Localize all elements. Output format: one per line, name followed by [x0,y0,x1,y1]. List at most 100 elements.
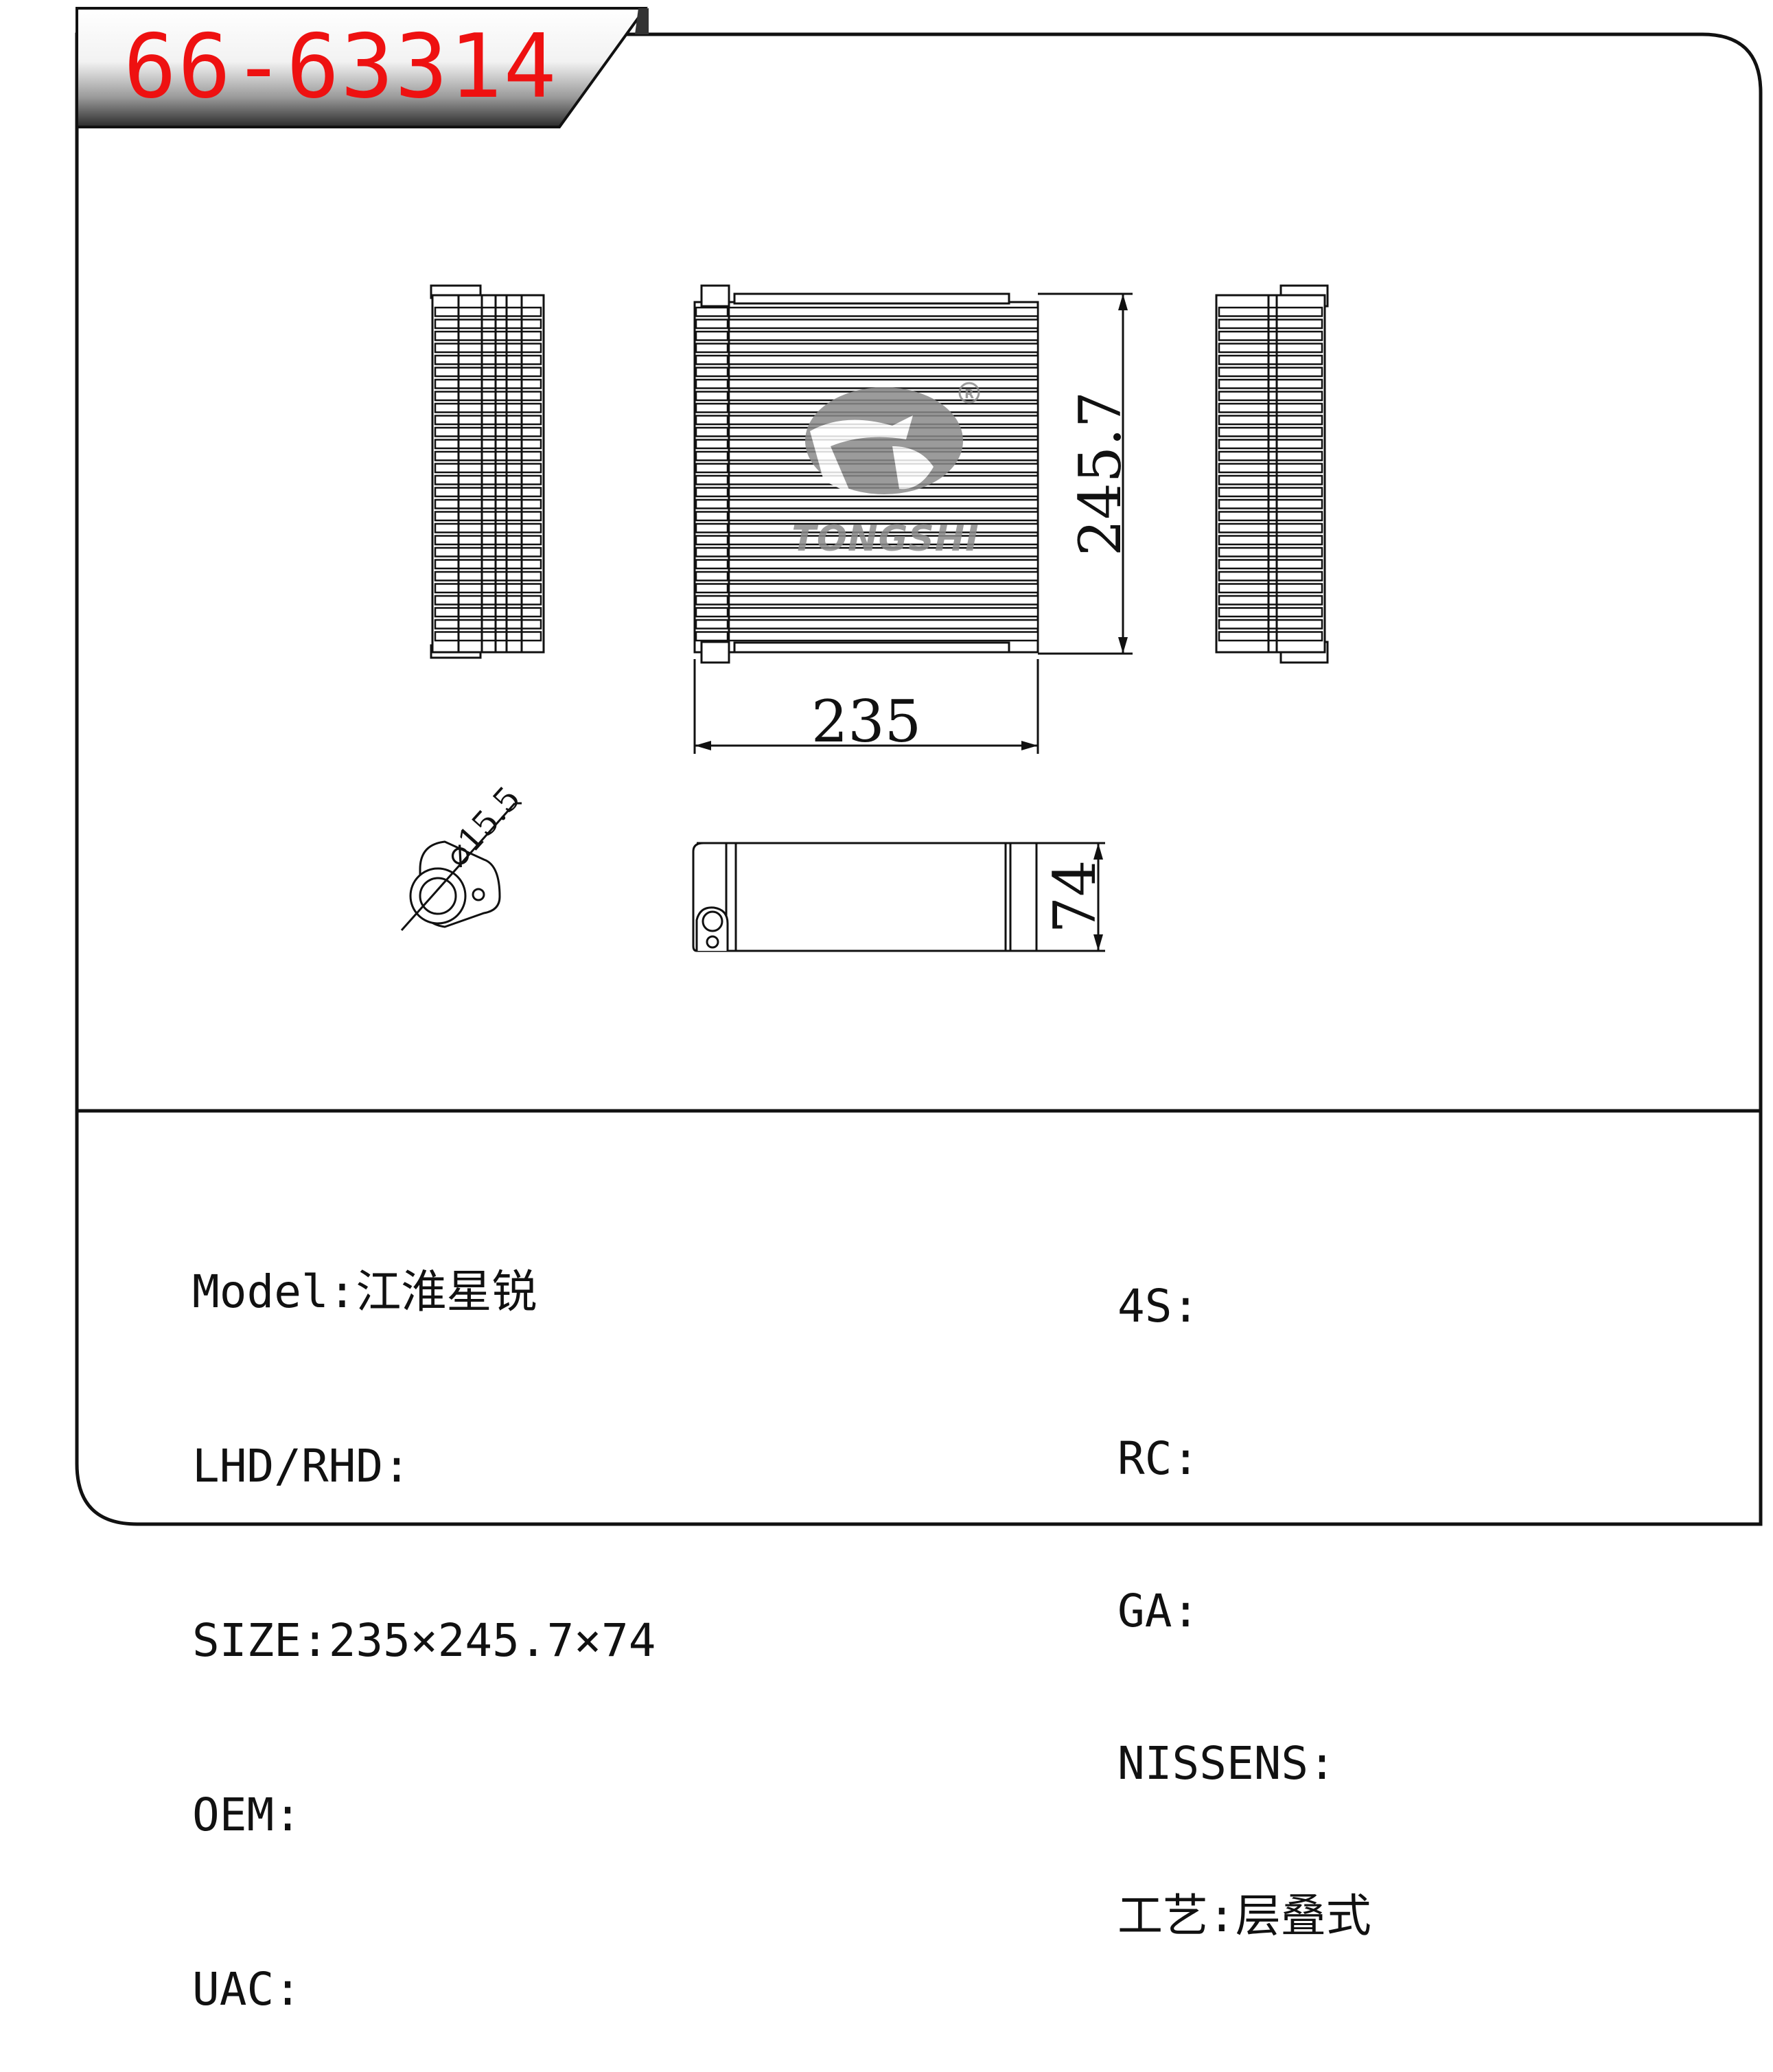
side-fin [434,415,542,426]
header-fin [695,595,729,606]
front-tube [728,535,1039,546]
side-fin [434,474,542,485]
front-tube [728,498,1039,509]
front-tube [728,330,1039,341]
spec-oem: OEM: [192,1788,301,1841]
side-fin [434,583,542,594]
spec-4s: 4S: [1117,1280,1200,1333]
header-fin [695,402,729,413]
header-fin [695,330,729,341]
header-fin [695,450,729,461]
side-fin [434,463,542,474]
front-tube [728,367,1039,378]
front-tube [728,571,1039,582]
side-fin [1218,607,1323,618]
side-fin [434,319,542,330]
front-tube [728,343,1039,354]
side-fin [1218,330,1323,341]
header-fin [695,607,729,618]
side-fin [434,426,542,437]
port-flange-detail [400,802,522,931]
spec-size: SIZE:235×245.7×74 [192,1614,656,1667]
side-fin [434,450,542,461]
depth-dimension [1036,842,1105,952]
header-fin [695,354,729,365]
specs-left: Model:江淮星锐 LHD/RHD: SIZE:235×245.7×74 OE… [192,1155,656,2072]
header-fin [695,571,729,582]
side-fin [434,402,542,413]
front-tube [728,631,1039,642]
header-fin [695,319,729,330]
bottom-view [692,842,1038,952]
header-fin [695,306,729,317]
side-fin [1218,583,1323,594]
side-fin [434,306,542,317]
side-fin [434,487,542,498]
side-fin [1218,619,1323,630]
header-fin [695,583,729,594]
front-tube [728,583,1039,594]
side-fin [1218,474,1323,485]
front-view [693,284,1039,664]
side-fin [1218,402,1323,413]
spec-nissens: NISSENS: [1117,1737,1336,1790]
header-fin [695,343,729,354]
header-fin [695,511,729,522]
side-fin [434,354,542,365]
front-tube [728,319,1039,330]
front-tube [728,546,1039,557]
side-fin [434,559,542,570]
header-fin [695,619,729,630]
side-fin [1218,415,1323,426]
side-fin [434,631,542,642]
side-fin [1218,378,1323,389]
side-fin [1218,450,1323,461]
header-fin [695,546,729,557]
front-tube [728,354,1039,365]
tongshi-logo: R TONGSHI [791,382,980,560]
side-fin [1218,354,1323,365]
spec-uac: UAC: [192,1963,301,2016]
depth-label: 74 [1041,860,1109,934]
header-fin [695,498,729,509]
side-fin [1218,426,1323,437]
spec-ga: GA: [1117,1585,1200,1637]
header-fin [695,522,729,533]
drawing-canvas: R TONGSHI 245.7 235 ⌀15.5 [75,7,1763,1526]
part-number: 66-63314 [124,16,558,118]
side-fin [434,391,542,402]
side-fin [434,378,542,389]
spec-lhd-rhd: LHD/RHD: [192,1440,410,1493]
front-tube [728,619,1039,630]
header-fin [695,391,729,402]
side-fin [1218,463,1323,474]
side-fin [434,498,542,509]
spec-rc: RC: [1117,1432,1200,1485]
right-side-view [1215,284,1329,664]
front-tube [728,607,1039,618]
header-fin [695,463,729,474]
side-fin [434,546,542,557]
width-label: 235 [811,688,921,755]
height-label: 245.7 [1067,391,1134,556]
spec-model: Model:江淮星锐 [192,1265,537,1318]
left-side-view [430,284,545,659]
width-dimension [693,659,1039,754]
header-fin [695,378,729,389]
front-tube [728,522,1039,533]
spec-process: 工艺:层叠式 [1117,1889,1371,1942]
title-tab-edge [635,8,649,34]
side-fin [1218,487,1323,498]
side-fin [1218,343,1323,354]
side-fin [1218,367,1323,378]
side-fin [434,595,542,606]
side-fin [1218,306,1323,317]
front-tube [728,378,1039,389]
title-tab [76,7,648,128]
side-fin [1218,391,1323,402]
registered-mark: R [964,387,974,402]
header-fin [695,415,729,426]
header-fin [695,474,729,485]
header-fin [695,487,729,498]
front-tube [728,511,1039,522]
